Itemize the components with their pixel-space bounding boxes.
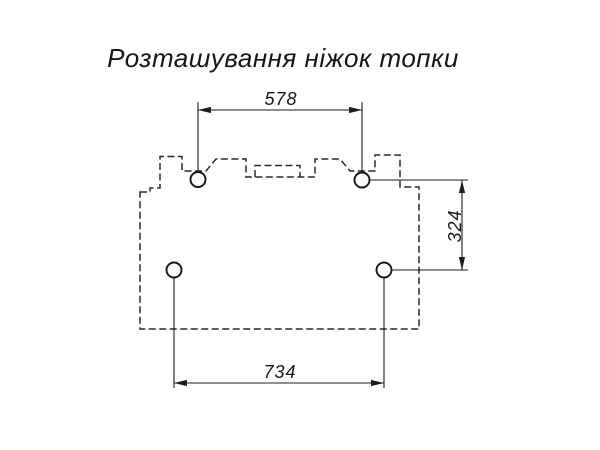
extension-lines-734: [173, 270, 385, 388]
dimension-bottom-734: 734: [173, 270, 385, 388]
leg-circle-bottom-left: [165, 261, 183, 279]
dimension-label-578: 578: [264, 89, 297, 109]
furnace-legs: [165, 171, 393, 279]
leg-circle-bottom-right: [375, 261, 393, 279]
leg-circle-top-right: [353, 171, 371, 189]
center-tab-dashed: [254, 164, 301, 177]
body-contour-dashed: [139, 154, 420, 330]
extension-lines-578: [197, 102, 363, 180]
leg-circle-top-left: [189, 171, 207, 188]
drawing-title: Розташування ніжок топки: [107, 43, 459, 73]
dimension-label-324: 324: [445, 209, 465, 242]
dimension-top-578: 578: [197, 89, 363, 180]
extension-lines-324: [362, 179, 468, 271]
dimension-label-734: 734: [263, 362, 296, 382]
dimension-right-324: 324: [362, 179, 468, 271]
furnace-body-outline: [139, 154, 420, 330]
